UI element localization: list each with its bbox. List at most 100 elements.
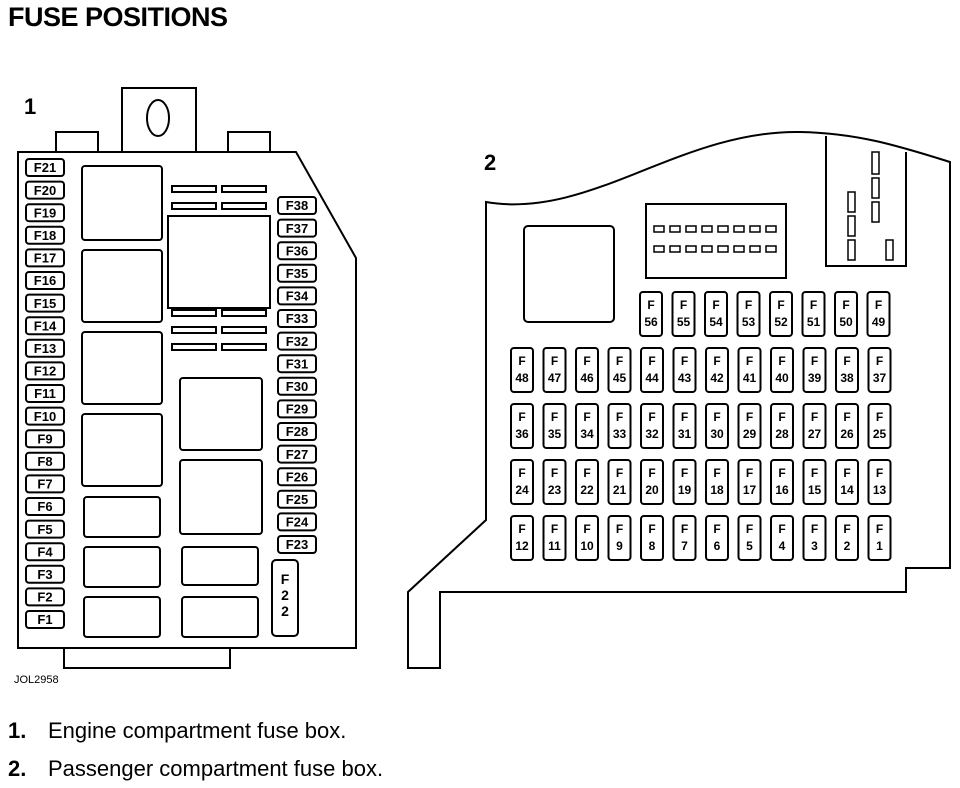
fuse-prefix: F: [876, 522, 883, 536]
fuse-f30: F30: [705, 403, 729, 449]
fuse-f12: F 12: [510, 515, 534, 561]
fuse-f7: F7: [25, 474, 65, 494]
fuse-prefix: F: [777, 298, 784, 312]
fuse-f38: F38: [835, 347, 859, 393]
relay-block: [83, 496, 161, 538]
fuse-f35: F 35: [542, 403, 567, 449]
fuse-f32: F32: [277, 331, 317, 351]
legend-item: 1.Engine compartment fuse box.: [8, 712, 383, 750]
fuse-prefix: F: [843, 410, 850, 424]
fuse-f22: [271, 559, 299, 637]
fuse-f24: F24: [277, 512, 317, 532]
fuse-prefix: F: [680, 298, 687, 312]
fuse-prefix: F: [811, 410, 818, 424]
fuse-label: F9: [37, 431, 52, 446]
passenger-fuse-box: [407, 130, 951, 669]
fuse-number: 35: [548, 427, 562, 441]
fuse-prefix: F: [713, 410, 720, 424]
slot: [171, 343, 217, 351]
fuse-prefix: F: [647, 298, 654, 312]
relay-block: [181, 596, 259, 638]
fuse-label: F21: [34, 160, 56, 175]
fuse-f55: F55: [671, 291, 696, 337]
fuse-prefix: F: [713, 466, 720, 480]
fuse-label: F5: [37, 522, 52, 537]
fuse-number: 39: [808, 371, 822, 385]
fuse-label: F20: [34, 183, 56, 198]
fuse-label: F31: [286, 356, 308, 371]
fuse-number: 41: [743, 371, 757, 385]
fuse-prefix: F: [518, 410, 525, 424]
fuse-label: F33: [286, 311, 308, 326]
fuse-f14: F14: [25, 316, 65, 336]
slot: [221, 309, 267, 317]
fuse-number: 28: [775, 427, 789, 441]
fuse-label: F27: [286, 447, 308, 462]
fuse-f22-char: 2: [281, 603, 289, 619]
fuse-f16: F16: [770, 459, 794, 505]
relay-block: [167, 215, 271, 309]
fuse-number: 8: [649, 539, 656, 553]
fuse-prefix: F: [746, 466, 753, 480]
fuse-prefix: F: [778, 466, 785, 480]
fuse-f6: F6: [25, 497, 65, 516]
fuse-prefix: F: [551, 466, 558, 480]
fuse-number: 9: [616, 539, 623, 553]
fuse-f44: F44: [640, 347, 664, 393]
fuse-prefix: F: [875, 298, 882, 312]
passenger-box-outline: [407, 130, 951, 669]
fuse-f35: F35: [277, 263, 317, 283]
fuse-number: 3: [811, 539, 818, 553]
fuse-number: 23: [548, 483, 562, 497]
box-2-number: 2: [484, 150, 497, 175]
connector-block: [645, 203, 787, 279]
engine-box-outline: [17, 151, 357, 649]
fuse-prefix: F: [518, 522, 525, 536]
fuse-f18: F18: [705, 459, 729, 505]
fuse-f4: F4: [770, 515, 794, 561]
fuse-prefix: F: [843, 354, 850, 368]
fuse-number: 15: [808, 483, 822, 497]
fuse-prefix: F: [810, 298, 817, 312]
fuse-f27: F27: [277, 444, 317, 464]
fuse-number: 54: [709, 315, 723, 329]
engine-fuse-list: F21F20F19F18F17F16F15F14F13F12F11F10F9F8…: [25, 158, 317, 629]
fuse-prefix: F: [746, 522, 753, 536]
fuse-f37: F37: [277, 218, 317, 238]
top-tab-right: [227, 131, 271, 152]
fuse-label: F36: [286, 243, 308, 258]
legend-number: 1.: [8, 718, 27, 743]
fuse-number: 31: [678, 427, 692, 441]
fuse-number: 12: [515, 539, 529, 553]
fuse-f22: F22: [575, 459, 599, 505]
fuse-prefix: F: [551, 410, 558, 424]
fuse-f21: F21: [607, 459, 632, 505]
fuse-number: 1: [876, 539, 883, 553]
fuse-prefix: F: [681, 354, 688, 368]
relay-block: [81, 165, 163, 241]
fuse-label: F13: [34, 341, 56, 356]
fuse-f19: F19: [672, 459, 697, 505]
fuse-f50: F50: [834, 291, 858, 337]
fuse-number: 45: [613, 371, 627, 385]
fuse-f13: F13: [867, 459, 892, 505]
fuse-f56: F56: [639, 291, 663, 337]
fuse-prefix: F: [681, 410, 688, 424]
mounting-hole: [146, 99, 170, 137]
fuse-f17: F17: [737, 459, 762, 505]
fuse-number: 47: [548, 371, 562, 385]
fuse-f29: F29: [737, 403, 762, 449]
fuse-label: F24: [286, 515, 309, 530]
fuse-f5: F5: [737, 515, 762, 561]
fuse-prefix: F: [746, 410, 753, 424]
fuse-prefix: F: [518, 354, 525, 368]
fuse-number: 14: [840, 483, 854, 497]
fuse-f3: F3: [25, 564, 65, 584]
fuse-f10: F10: [575, 515, 599, 561]
fuse-prefix: F: [648, 410, 655, 424]
engine-fuse-box: [17, 87, 357, 669]
fuse-label: F23: [286, 537, 308, 552]
fuse-label: F25: [286, 492, 308, 507]
fuse-f34: F34: [575, 403, 599, 449]
fuse-f8: F8: [640, 515, 664, 561]
